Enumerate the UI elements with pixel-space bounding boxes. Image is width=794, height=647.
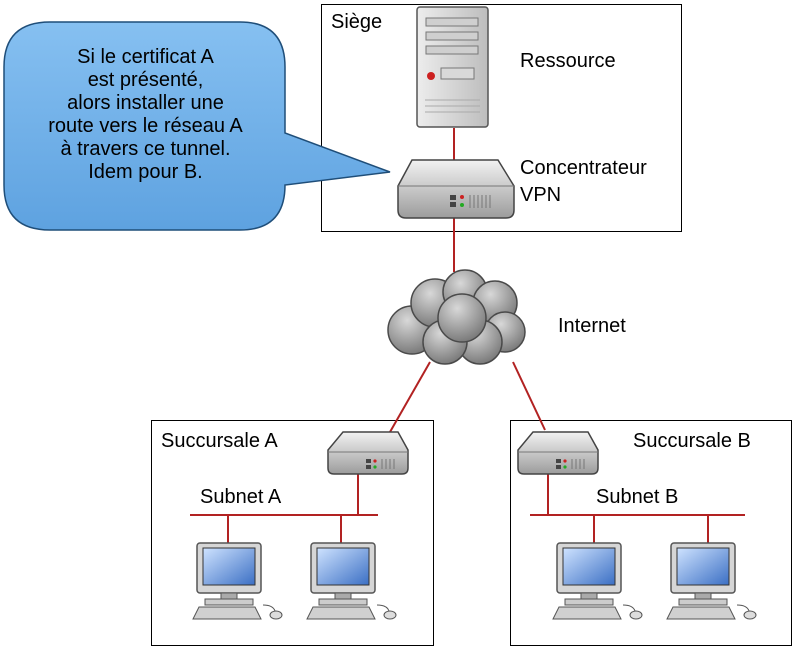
concentrator-label-line1: Concentrateur — [520, 157, 647, 179]
concentrator-label-line2: VPN — [520, 184, 562, 206]
workstation-icon — [192, 542, 283, 620]
callout-text: Si le certificat A est présenté, alors i… — [18, 46, 273, 184]
network-links — [190, 128, 745, 545]
headquarters-label: Siège — [331, 11, 383, 33]
subnet-b-label: Subnet B — [596, 486, 679, 508]
callout-line: à travers ce tunnel. — [60, 138, 231, 160]
link-internet-branch-b — [512, 361, 546, 431]
workstation-icon — [306, 542, 397, 620]
subnet-a-label: Subnet A — [200, 486, 282, 508]
callout-line: Idem pour B. — [88, 161, 203, 183]
callout-line: est présenté, — [87, 69, 204, 91]
callout-line: route vers le réseau A — [48, 115, 243, 137]
resource-label: Ressource — [520, 50, 616, 72]
branch-b-label: Succursale B — [633, 430, 751, 452]
callout-line: Si le certificat A — [77, 46, 214, 68]
cloud-icon — [387, 269, 526, 365]
branch-a-label: Succursale A — [161, 430, 278, 452]
callout-bubble — [3, 21, 391, 231]
workstation-icon — [552, 542, 643, 620]
router-a-icon — [327, 431, 409, 475]
workstation-icon — [666, 542, 757, 620]
vpn-concentrator-icon — [397, 159, 515, 219]
router-b-icon — [517, 431, 599, 475]
callout-line: alors installer une — [67, 92, 224, 114]
server-icon — [416, 6, 489, 128]
link-internet-branch-a — [389, 361, 431, 433]
internet-label: Internet — [558, 315, 626, 337]
